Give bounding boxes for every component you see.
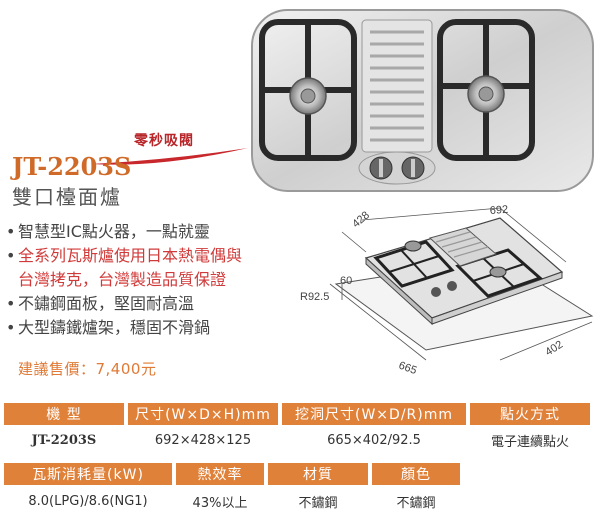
feature-item: •智慧型IC點火器，一點就靈 — [6, 220, 306, 244]
spec-header-row: 瓦斯消耗量(kW) 熱效率 材質 顏色 — [4, 463, 460, 485]
spec-value-cell: 不鏽鋼 — [298, 495, 338, 511]
spec-value-cell: 43%以上 — [192, 495, 248, 511]
spec-header-cell: 材質 — [268, 463, 368, 485]
cut-depth-dimension-label: 402 — [543, 339, 565, 359]
height-dimension-label: 60 — [340, 275, 352, 287]
feature-list: •智慧型IC點火器，一點就靈 •全系列瓦斯爐使用日本熱電偶與 台灣拷克，台灣製造… — [6, 220, 306, 340]
spec-value-row: 8.0(LPG)/8.6(NG1) 43%以上 不鏽鋼 不鏽鋼 — [4, 489, 460, 513]
dimension-diagram: 428 692 60 R92.5 665 402 — [300, 204, 594, 378]
spec-value-cell: JT-2203S — [31, 432, 97, 448]
spec-header-cell: 機 型 — [4, 403, 124, 425]
centre-tray — [361, 19, 433, 153]
spec-header-cell: 點火方式 — [470, 403, 590, 425]
bullet-icon: • — [6, 222, 16, 241]
feature-badge: 零秒吸閥 — [134, 133, 194, 149]
spec-value-cell: 665×402/92.5 — [327, 432, 421, 448]
depth-dimension-label: 428 — [350, 209, 372, 230]
bullet-icon: • — [6, 318, 16, 337]
cut-width-dimension-label: 665 — [397, 360, 418, 378]
spec-header-cell: 顏色 — [372, 463, 460, 485]
spec-value-cell: 8.0(LPG)/8.6(NG1) — [28, 493, 148, 509]
feature-item: 台灣拷克，台灣製造品質保證 — [18, 270, 227, 289]
spec-value-cell: 不鏽鋼 — [396, 495, 436, 511]
product-photo — [251, 9, 594, 192]
product-subtitle: 雙口檯面爐 — [12, 185, 122, 209]
spec-header-cell: 尺寸(W×D×H)mm — [128, 403, 278, 425]
spec-value-cell: 692×428×125 — [154, 432, 252, 448]
spec-value-row: JT-2203S 692×428×125 665×402/92.5 電子連續點火 — [4, 428, 590, 452]
radius-dimension-label: R92.5 — [300, 291, 329, 303]
feature-item: •不鏽鋼面板，堅固耐高溫 — [6, 292, 306, 316]
bullet-icon: • — [6, 294, 16, 313]
spec-header-row: 機 型 尺寸(W×D×H)mm 挖洞尺寸(W×D/R)mm 點火方式 — [4, 403, 590, 425]
feature-item: •大型鑄鐵爐架，穩固不滑鍋 — [6, 316, 306, 340]
model-name: JT-2203S — [12, 152, 132, 181]
feature-item: •全系列瓦斯爐使用日本熱電偶與 — [6, 244, 306, 268]
red-swoosh-decoration — [90, 148, 248, 165]
spec-value-cell: 電子連續點火 — [490, 434, 569, 450]
suggested-price: 建議售價：7,400元 — [18, 360, 157, 378]
bullet-icon: • — [6, 246, 16, 265]
width-dimension-label: 692 — [489, 204, 508, 217]
spec-header-cell: 瓦斯消耗量(kW) — [4, 463, 172, 485]
spec-header-cell: 挖洞尺寸(W×D/R)mm — [282, 403, 466, 425]
spec-header-cell: 熱效率 — [176, 463, 264, 485]
